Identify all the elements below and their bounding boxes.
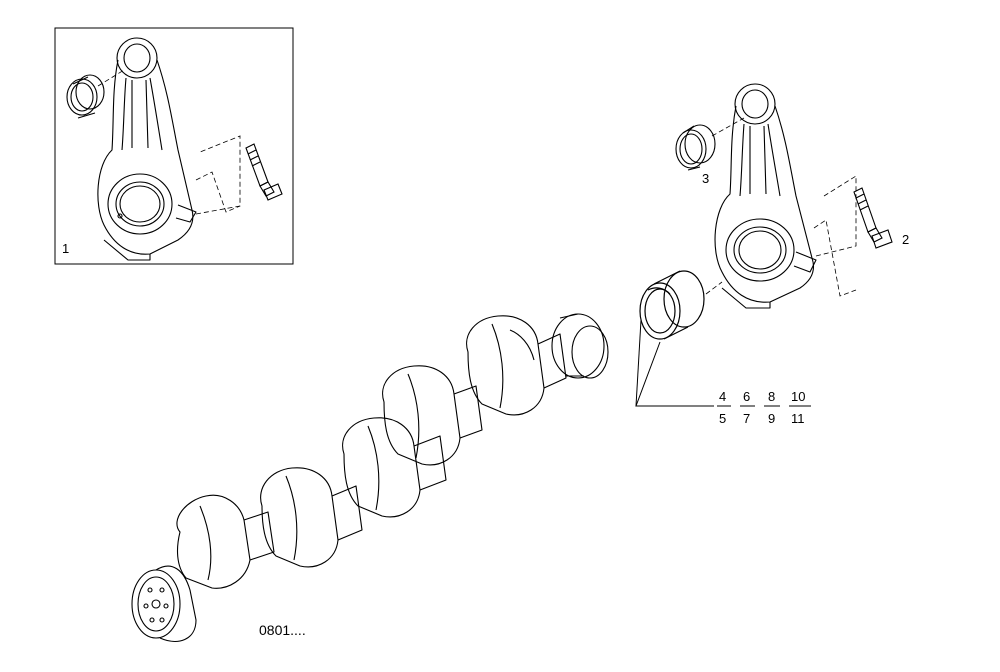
bolt-icon xyxy=(853,187,893,249)
variant-top-1: 4 xyxy=(719,389,727,404)
variant-top-2: 6 xyxy=(743,389,751,404)
variant-bottom-2: 7 xyxy=(743,411,751,426)
inset-bolt-icon xyxy=(245,143,283,201)
reference-code: 0801.... xyxy=(259,622,306,638)
bushing-leader xyxy=(711,117,745,137)
inset-bolt-leader xyxy=(195,135,241,215)
inset-connecting-rod-icon xyxy=(97,37,197,261)
crankshaft-icon xyxy=(131,313,609,642)
variant-bottom-1: 5 xyxy=(719,411,727,426)
variant-top-3: 8 xyxy=(768,389,776,404)
inset-frame xyxy=(54,27,294,265)
variant-bottom-4: 11 xyxy=(791,411,805,426)
connecting-rod-icon xyxy=(714,83,817,309)
variant-top-4: 10 xyxy=(791,389,806,404)
inset-bushing-leader xyxy=(97,69,125,87)
bearing-callout-line-2 xyxy=(635,319,642,407)
bolt-leader-2 xyxy=(813,219,857,297)
bearing-leader xyxy=(705,281,723,295)
bearing-shell-icon xyxy=(639,270,705,340)
inset-bushing-icon xyxy=(66,74,105,119)
bolt-callout: 2 xyxy=(902,232,910,247)
bushing-callout: 3 xyxy=(702,171,710,186)
inset-bolt-leader-2 xyxy=(195,171,241,213)
bushing-icon xyxy=(675,124,716,171)
bearing-callout-lines xyxy=(635,341,714,407)
bolt-leader xyxy=(815,175,857,257)
inset-callout: 1 xyxy=(62,241,70,256)
variant-bottom-3: 9 xyxy=(768,411,776,426)
